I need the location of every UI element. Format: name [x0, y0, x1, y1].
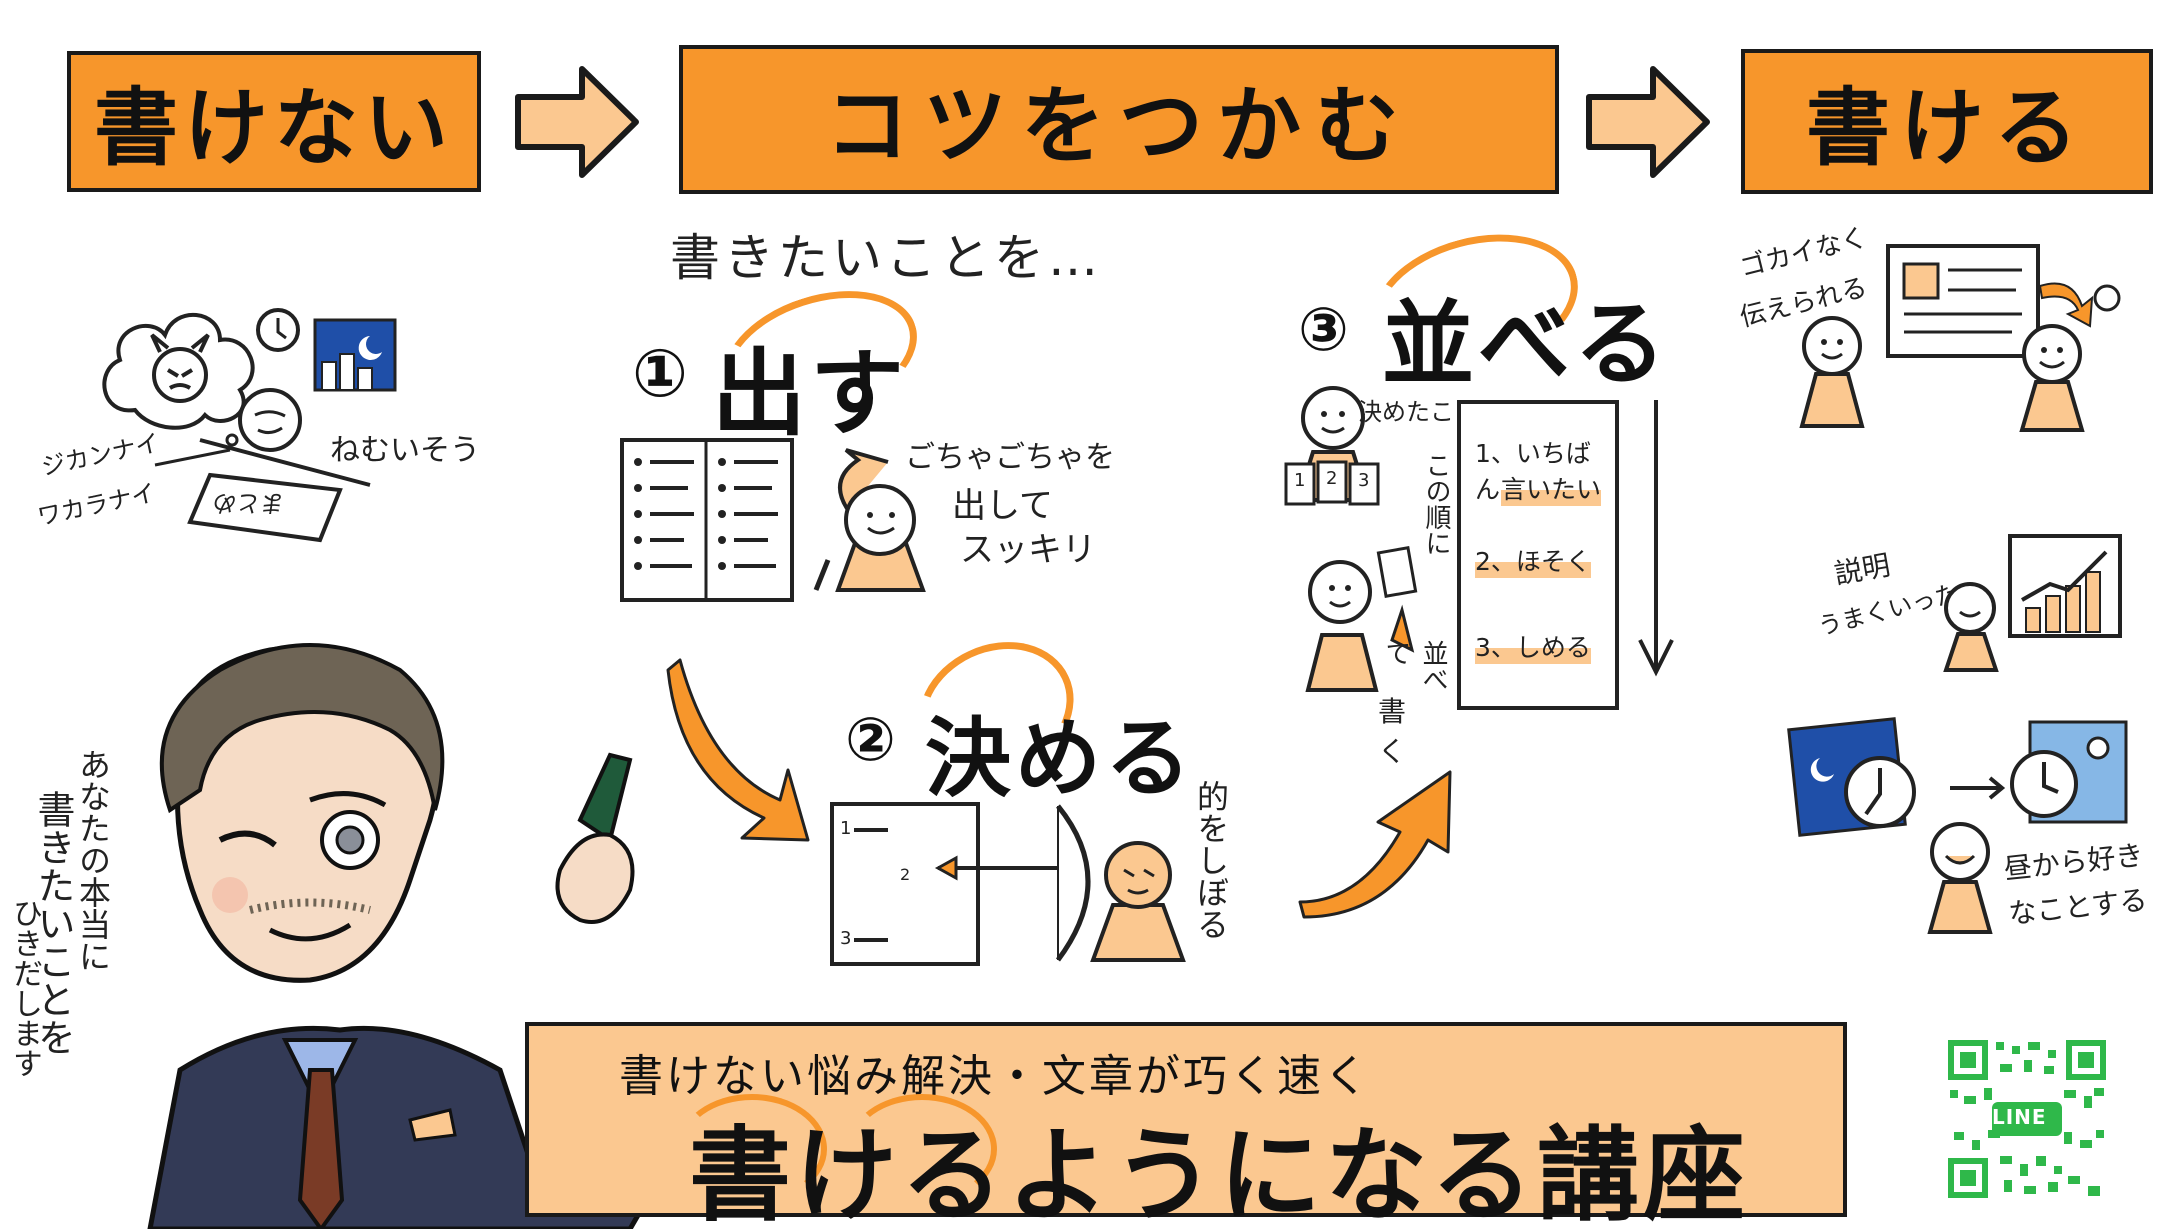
success-illustration	[1943, 534, 2122, 672]
step3-order: この順に	[1421, 452, 1451, 556]
target-doc-illustration: 1 2 3	[830, 802, 1186, 966]
teacher-caption-line2: 書きたいことを	[31, 790, 75, 1056]
stressed-writer-illustration	[102, 308, 397, 543]
label-sleepy: ねむいそう	[330, 433, 480, 468]
flow-step-before: 書けない	[67, 51, 481, 192]
svg-text:1: 1	[840, 818, 851, 839]
step3-title: 並べる	[1382, 291, 1671, 398]
banner-subtitle: 書けない悩み解決・文章が巧く速く	[619, 1051, 1371, 1102]
order-item-2: 2、ほそく	[1475, 542, 1591, 578]
result3: 昼から好きなことする	[2002, 838, 2149, 931]
flow-arrow-2-icon	[1586, 66, 1710, 178]
thinking-person-illustration	[813, 448, 926, 592]
teacher-caption-line1: あなたの本当に	[74, 748, 112, 972]
flow-step-middle-label: コツをつかむ	[824, 77, 1413, 175]
arranger-person-illustration	[1305, 545, 1418, 692]
curve-arrow-up-icon	[1298, 770, 1452, 919]
order-item-1-line2: 言いたい	[1501, 470, 1602, 506]
step3-arrange-line2: 書く	[1378, 695, 1407, 768]
decider-person-illustration	[1284, 386, 1380, 506]
time-freed-illustration	[1787, 717, 2128, 934]
qr-label: LINE	[1992, 1105, 2047, 1129]
flow-step-after: 書ける	[1741, 49, 2153, 194]
banner-highlight-1	[677, 1094, 827, 1204]
intro-text: 書きたいことを…	[670, 229, 1102, 287]
order-down-arrow-icon	[1638, 400, 1674, 677]
step1-title: 出す	[712, 340, 909, 449]
card-1: 1	[1294, 470, 1306, 491]
result2-line1: 説明	[1831, 548, 1893, 591]
banner-highlight-2	[847, 1094, 997, 1204]
messy-notes-illustration	[620, 438, 794, 602]
step1-note-line1: ごちゃごちゃを	[905, 440, 1115, 475]
order-item-1-line1: 1、いちばん	[1475, 439, 1591, 504]
step3-arrange-line1: 並べて	[1381, 640, 1448, 692]
memo-note: まとめ	[210, 489, 287, 517]
order-list-panel: 1、いちばん 言いたい 2、ほそく 3、しめる	[1457, 400, 1619, 710]
course-banner: 書けない悩み解決・文章が巧く速く 書けるようになる講座	[525, 1022, 1847, 1229]
line-qr-code[interactable]	[1944, 1036, 2110, 1202]
curve-arrow-down-icon	[666, 658, 810, 842]
step1-note-line3: スッキリ	[960, 530, 1096, 570]
banner-title: 書けるようになる講座	[689, 1117, 1749, 1229]
decided-cards	[1284, 460, 1380, 506]
step2-note: 的をしぼる	[1192, 780, 1230, 940]
teacher-caption-line3: ひきだします	[7, 898, 42, 1078]
step3-number: ③	[1298, 295, 1349, 365]
order-item-3: 3、しめる	[1475, 628, 1591, 664]
flow-step-before-label: 書けない	[93, 79, 454, 177]
svg-text:3: 3	[840, 928, 851, 949]
step1-number: ①	[632, 335, 688, 412]
svg-text:2: 2	[900, 865, 910, 884]
card-3: 3	[1358, 470, 1370, 491]
communicate-illustration	[1799, 244, 2121, 432]
flow-arrow-1-icon	[515, 66, 639, 178]
step2-number: ②	[845, 705, 896, 775]
step1-note-line2: 出して	[952, 486, 1053, 526]
flow-step-after-label: 書ける	[1805, 79, 2088, 177]
flow-step-middle: コツをつかむ	[679, 45, 1559, 194]
card-2: 2	[1326, 468, 1338, 489]
step2-title: 決める	[925, 709, 1195, 809]
